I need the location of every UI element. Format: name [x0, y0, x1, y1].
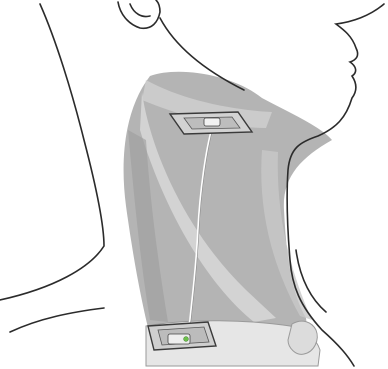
back-neck-outline [0, 4, 104, 300]
upper-patch-connector [204, 118, 220, 126]
clavicle-joint [288, 321, 317, 354]
ear-inner [130, 4, 150, 17]
status-led [184, 337, 189, 342]
shoulder-outline [10, 308, 104, 332]
neck-musculature [124, 72, 332, 336]
upper-electrode-patch [170, 112, 252, 134]
lower-electrode-patch [148, 322, 216, 350]
